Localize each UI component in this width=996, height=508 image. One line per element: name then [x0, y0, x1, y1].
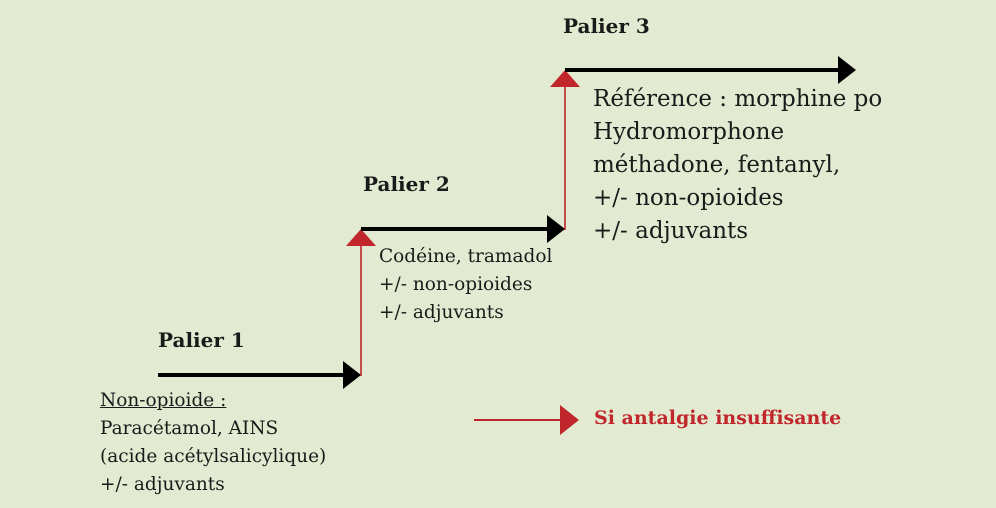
- legend-arrow-head: [560, 405, 579, 435]
- escalation-arrow-1-head: [346, 229, 376, 246]
- palier-2-description: Codéine, tramadol +/- non-opioides +/- a…: [379, 243, 552, 327]
- palier-3-line: Référence : morphine po: [593, 86, 883, 112]
- palier-2-line: Codéine, tramadol: [379, 246, 553, 267]
- palier-2-title: Palier 2: [363, 172, 450, 196]
- legend-label: Si antalgie insuffisante: [594, 407, 842, 429]
- palier-1-description: Non-opioide : Paracétamol, AINS (acide a…: [100, 387, 326, 499]
- palier-2-line: +/- non-opioides: [379, 274, 533, 295]
- palier-3-description: Référence : morphine po Hydromorphone mé…: [593, 83, 882, 248]
- palier-1-arrow-head: [343, 361, 361, 389]
- palier-1-line: (acide acétylsalicylique): [100, 446, 327, 467]
- palier-1-heading: Non-opioide :: [100, 390, 227, 411]
- palier-3-title: Palier 3: [563, 14, 650, 38]
- escalation-arrow-2-head: [550, 70, 580, 87]
- palier-3-line: +/- non-opioides: [593, 185, 784, 211]
- palier-1-title: Palier 1: [158, 328, 245, 352]
- palier-3-arrow-head: [838, 56, 856, 84]
- palier-1-line: +/- adjuvants: [100, 474, 225, 495]
- palier-1-line: Paracétamol, AINS: [100, 418, 279, 439]
- palier-3-line: +/- adjuvants: [593, 218, 749, 244]
- palier-3-line: méthadone, fentanyl,: [593, 152, 841, 178]
- palier-2-line: +/- adjuvants: [379, 302, 504, 323]
- palier-2-arrow-head: [547, 215, 565, 243]
- palier-3-line: Hydromorphone: [593, 119, 785, 145]
